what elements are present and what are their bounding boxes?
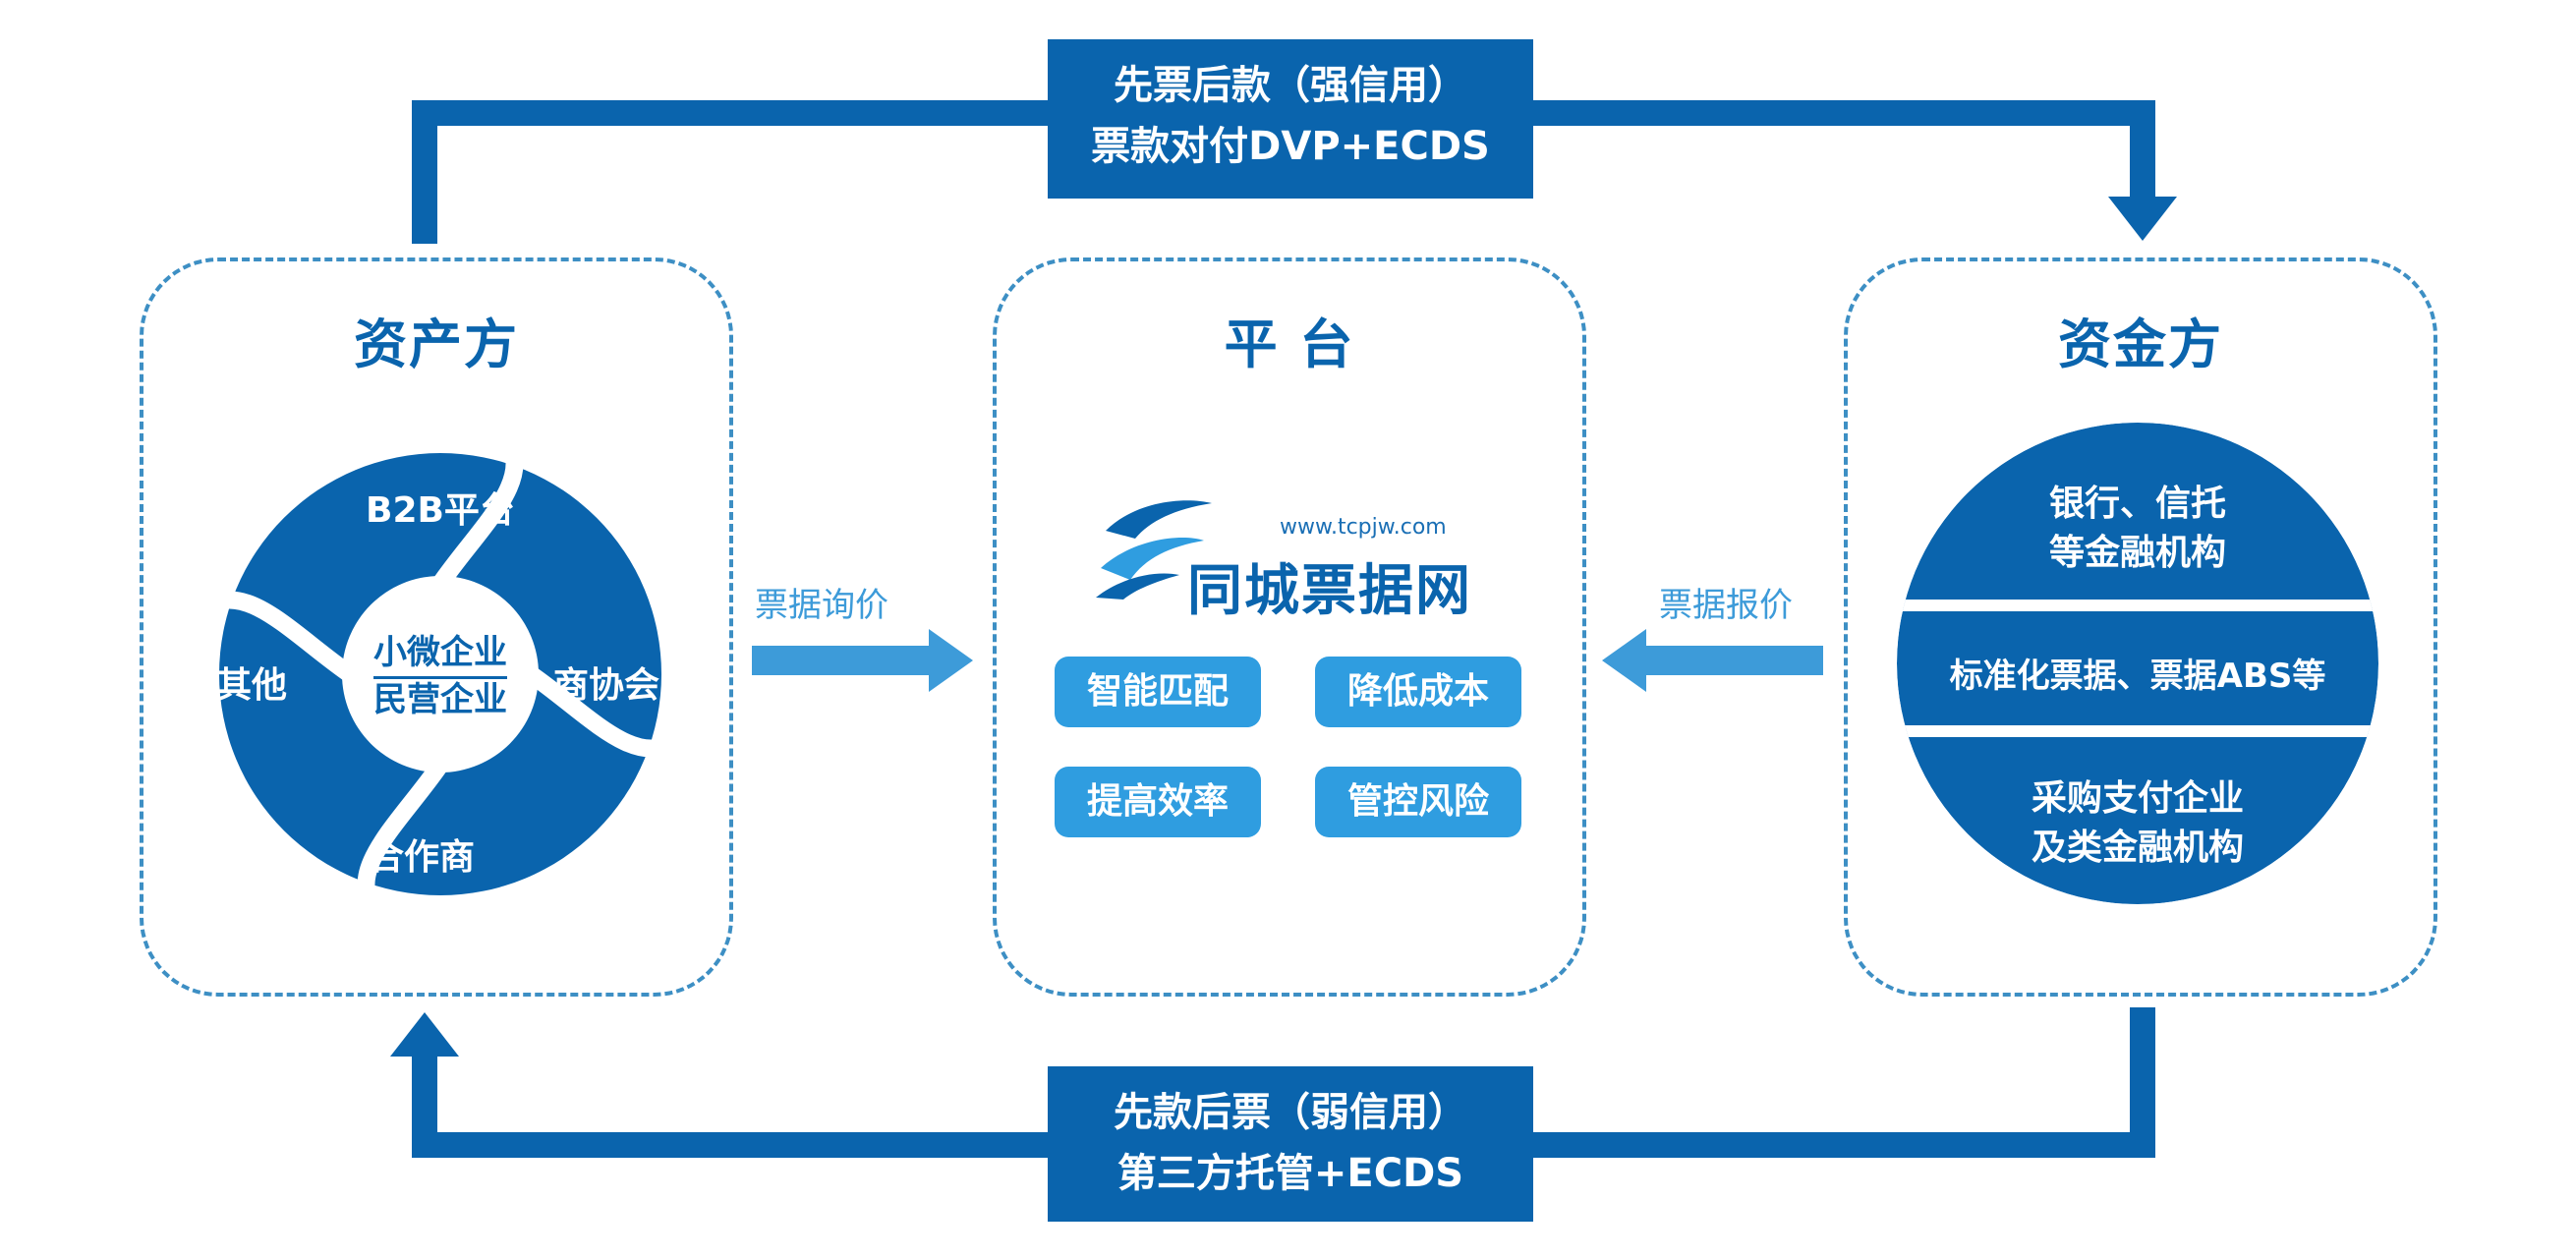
bottom-banner-line1: 先款后票（弱信用） [1114, 1090, 1467, 1135]
top-banner: 先票后款（强信用） 票款对付DVP+ECDS [1048, 39, 1533, 199]
bottom-banner: 先款后票（弱信用） 第三方托管+ECDS [1048, 1066, 1533, 1222]
platform-logo-url: www.tcpjw.com [1280, 515, 1447, 540]
quote-label: 票据报价 [1659, 586, 1793, 625]
fund-section-banks-line2: 等金融机构 [2048, 533, 2226, 573]
inquiry-label: 票据询价 [755, 586, 888, 625]
asset-side-title: 资产方 [354, 314, 519, 375]
fund-section-standard-bills: 标准化票据、票据ABS等 [1892, 652, 2383, 701]
ring-item-association: 商协会 [553, 665, 660, 706]
bottom-banner-line2: 第三方托管+ECDS [1116, 1151, 1464, 1196]
asset-ring-center [342, 576, 539, 772]
platform-logo-icon [1096, 500, 1212, 600]
fund-circle [1897, 423, 2378, 904]
fund-section-banks: 银行、信托 等金融机构 [1892, 480, 2383, 578]
quote-arrow [1602, 629, 1823, 692]
fund-section-procurement-line1: 采购支付企业 [2031, 778, 2244, 819]
asset-center-line1: 小微企业 [373, 633, 507, 679]
fund-section-procurement: 采购支付企业 及类金融机构 [1892, 774, 2383, 873]
tag-reduce-cost: 降低成本 [1315, 657, 1521, 727]
top-banner-line1: 先票后款（强信用） [1114, 63, 1467, 108]
ring-item-partner: 合作商 [369, 837, 476, 878]
tag-improve-efficiency: 提高效率 [1055, 767, 1261, 837]
top-flow-arrowhead [2108, 197, 2177, 241]
bottom-flow-arrowhead [390, 1012, 459, 1057]
fund-side-title: 资金方 [2058, 314, 2223, 375]
platform-title: 平 台 [1224, 314, 1355, 375]
fund-side-panel: 资金方 [1844, 257, 2437, 997]
tag-risk-control: 管控风险 [1315, 767, 1521, 837]
fund-section-banks-line1: 银行、信托 [2048, 484, 2226, 524]
ring-item-other: 其他 [216, 665, 288, 706]
asset-center-line2: 民营企业 [373, 680, 507, 719]
tag-smart-matching: 智能匹配 [1055, 657, 1261, 727]
platform-logo-name: 同城票据网 [1187, 559, 1472, 623]
asset-ring [197, 430, 684, 918]
asset-side-panel: 资产方 [140, 257, 733, 997]
platform-panel: 平 台 [993, 257, 1586, 997]
fund-section-standard-bills-line1: 标准化票据、票据ABS等 [1949, 657, 2326, 696]
inquiry-arrow [752, 629, 973, 692]
ring-item-b2b: B2B平台 [366, 490, 515, 531]
fund-section-procurement-line2: 及类金融机构 [2031, 828, 2244, 868]
asset-center-text: 小微企业 民营企业 [362, 629, 519, 723]
top-banner-line2: 票款对付DVP+ECDS [1091, 124, 1490, 169]
